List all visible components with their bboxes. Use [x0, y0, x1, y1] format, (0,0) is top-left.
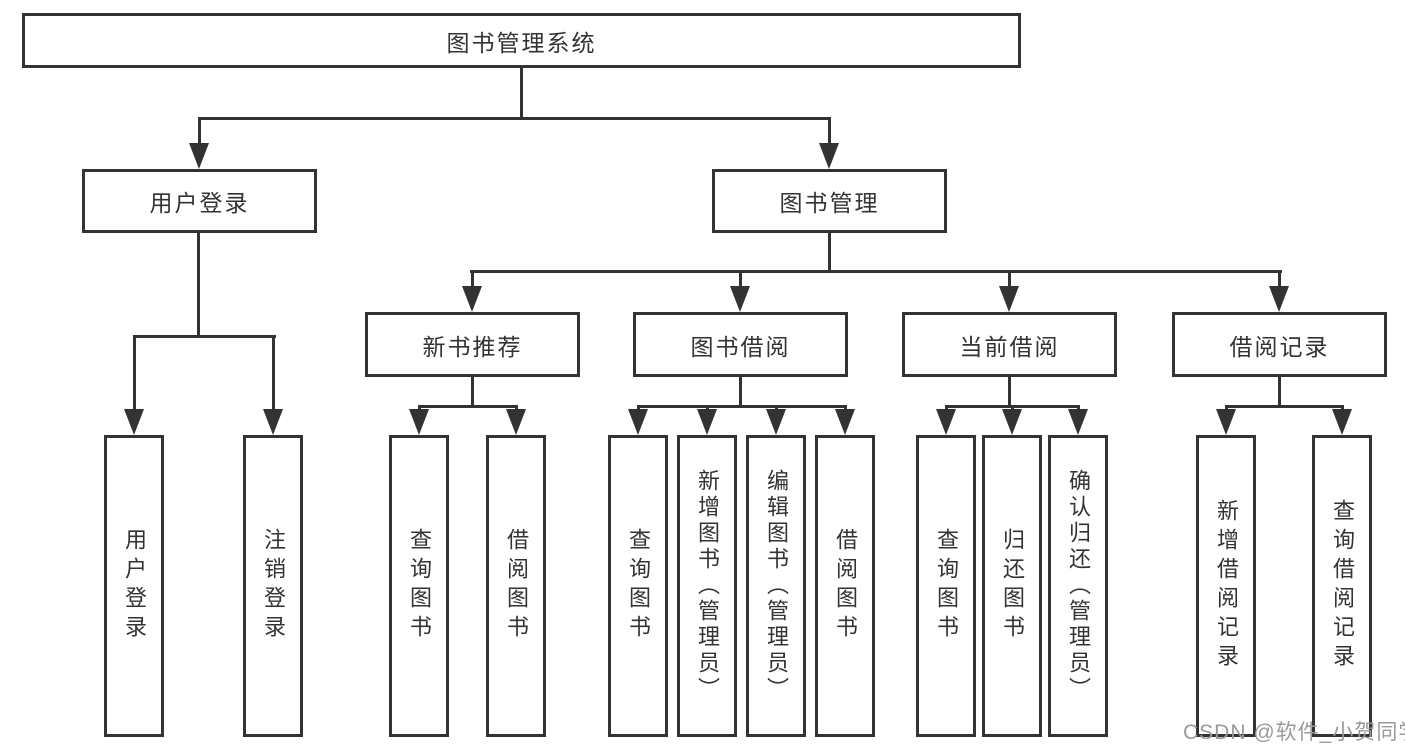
- connector-book-mgmt-stem: [828, 233, 831, 270]
- arrowhead-to-current-borrow: [999, 286, 1019, 312]
- connector-to-new-book-rec: [471, 270, 474, 288]
- connector-to-book-mgmt: [828, 117, 831, 144]
- node-bb-add: 新增图书（管理员）: [677, 435, 737, 737]
- node-bb-add-label: 新增图书（管理员）: [695, 469, 720, 703]
- arrowhead-to-cb-return: [1002, 409, 1022, 435]
- node-bb-query: 查询图书: [608, 435, 668, 737]
- node-nb-borrow-label: 借阅图书: [504, 528, 529, 644]
- node-book-mgmt-label: 图书管理: [779, 190, 880, 216]
- node-current-borrow-label: 当前借阅: [959, 333, 1060, 360]
- node-ul-logout: 注销登录: [243, 435, 303, 737]
- arrowhead-to-nb-borrow: [506, 409, 526, 435]
- node-nb-borrow: 借阅图书: [486, 435, 546, 737]
- arrowhead-to-br-add: [1216, 409, 1236, 435]
- arrowhead-to-br-query: [1332, 409, 1352, 435]
- node-nb-query: 查询图书: [389, 435, 449, 737]
- connector-book-borrow-stem: [739, 377, 742, 405]
- arrowhead-to-user-login: [189, 143, 209, 169]
- arrowhead-to-bb-add: [697, 409, 717, 435]
- connector-root-stem: [520, 68, 523, 117]
- node-br-add-label: 新增借阅记录: [1214, 499, 1239, 673]
- connector-user-login-rail: [133, 335, 276, 338]
- connector-to-ul-login: [133, 335, 136, 409]
- node-br-add: 新增借阅记录: [1196, 435, 1256, 737]
- csdn-watermark: CSDN @软件_小贺同学: [1183, 721, 1405, 744]
- connector-book-mgmt-rail: [470, 270, 1282, 273]
- arrowhead-to-bb-edit: [766, 409, 786, 435]
- connector-to-borrow-records: [1278, 270, 1281, 288]
- connector-borrow-records-rail: [1225, 405, 1344, 408]
- node-root: 图书管理系统: [22, 13, 1021, 68]
- arrowhead-to-ul-logout: [263, 409, 283, 435]
- connector-new-book-rec-rail: [418, 405, 518, 408]
- node-bb-edit: 编辑图书（管理员）: [746, 435, 806, 737]
- node-cb-confirm-label: 确认归还（管理员）: [1066, 469, 1091, 703]
- connector-to-ul-logout: [272, 335, 275, 409]
- node-borrow-records: 借阅记录: [1172, 312, 1387, 377]
- connector-borrow-records-stem: [1278, 377, 1281, 405]
- node-new-book-rec-label: 新书推荐: [422, 333, 523, 360]
- node-book-mgmt: 图书管理: [712, 169, 947, 233]
- node-ul-logout-label: 注销登录: [261, 528, 286, 644]
- connector-user-login-stem: [197, 233, 200, 335]
- arrowhead-to-ul-login: [124, 409, 144, 435]
- node-cb-query: 查询图书: [916, 435, 976, 737]
- connector-book-borrow-rail: [637, 405, 847, 408]
- arrowhead-to-book-borrow: [730, 286, 750, 312]
- connector-current-borrow-stem: [1008, 377, 1011, 405]
- node-user-login-label: 用户登录: [149, 190, 250, 216]
- node-new-book-rec: 新书推荐: [365, 312, 580, 377]
- arrowhead-to-cb-confirm: [1068, 409, 1088, 435]
- connector-root-rail: [198, 117, 831, 120]
- node-br-query: 查询借阅记录: [1312, 435, 1372, 737]
- connector-to-book-borrow: [739, 270, 742, 288]
- connector-to-current-borrow: [1008, 270, 1011, 288]
- node-cb-confirm: 确认归还（管理员）: [1048, 435, 1108, 737]
- node-bb-query-label: 查询图书: [626, 528, 651, 644]
- node-bb-borrow: 借阅图书: [815, 435, 875, 737]
- node-cb-return: 归还图书: [982, 435, 1042, 737]
- node-cb-return-label: 归还图书: [1000, 528, 1025, 644]
- arrowhead-to-cb-query: [936, 409, 956, 435]
- node-current-borrow: 当前借阅: [902, 312, 1117, 377]
- node-bb-edit-label: 编辑图书（管理员）: [764, 469, 789, 703]
- node-ul-login: 用户登录: [104, 435, 164, 737]
- connector-new-book-rec-stem: [471, 377, 474, 405]
- arrowhead-to-bb-query: [628, 409, 648, 435]
- node-bb-borrow-label: 借阅图书: [833, 528, 858, 644]
- arrowhead-to-borrow-records: [1269, 286, 1289, 312]
- connector-to-user-login: [198, 117, 201, 144]
- arrowhead-to-nb-query: [409, 409, 429, 435]
- node-book-borrow-label: 图书借阅: [690, 333, 791, 360]
- node-cb-query-label: 查询图书: [934, 528, 959, 644]
- node-ul-login-label: 用户登录: [122, 528, 147, 644]
- arrowhead-to-new-book-rec: [462, 286, 482, 312]
- node-book-borrow: 图书借阅: [633, 312, 848, 377]
- node-root-label: 图书管理系统: [446, 29, 597, 56]
- node-nb-query-label: 查询图书: [407, 528, 432, 644]
- node-user-login: 用户登录: [82, 169, 317, 233]
- node-br-query-label: 查询借阅记录: [1330, 499, 1355, 673]
- arrowhead-to-bb-borrow: [835, 409, 855, 435]
- arrowhead-to-book-mgmt: [819, 143, 839, 169]
- node-borrow-records-label: 借阅记录: [1229, 333, 1330, 360]
